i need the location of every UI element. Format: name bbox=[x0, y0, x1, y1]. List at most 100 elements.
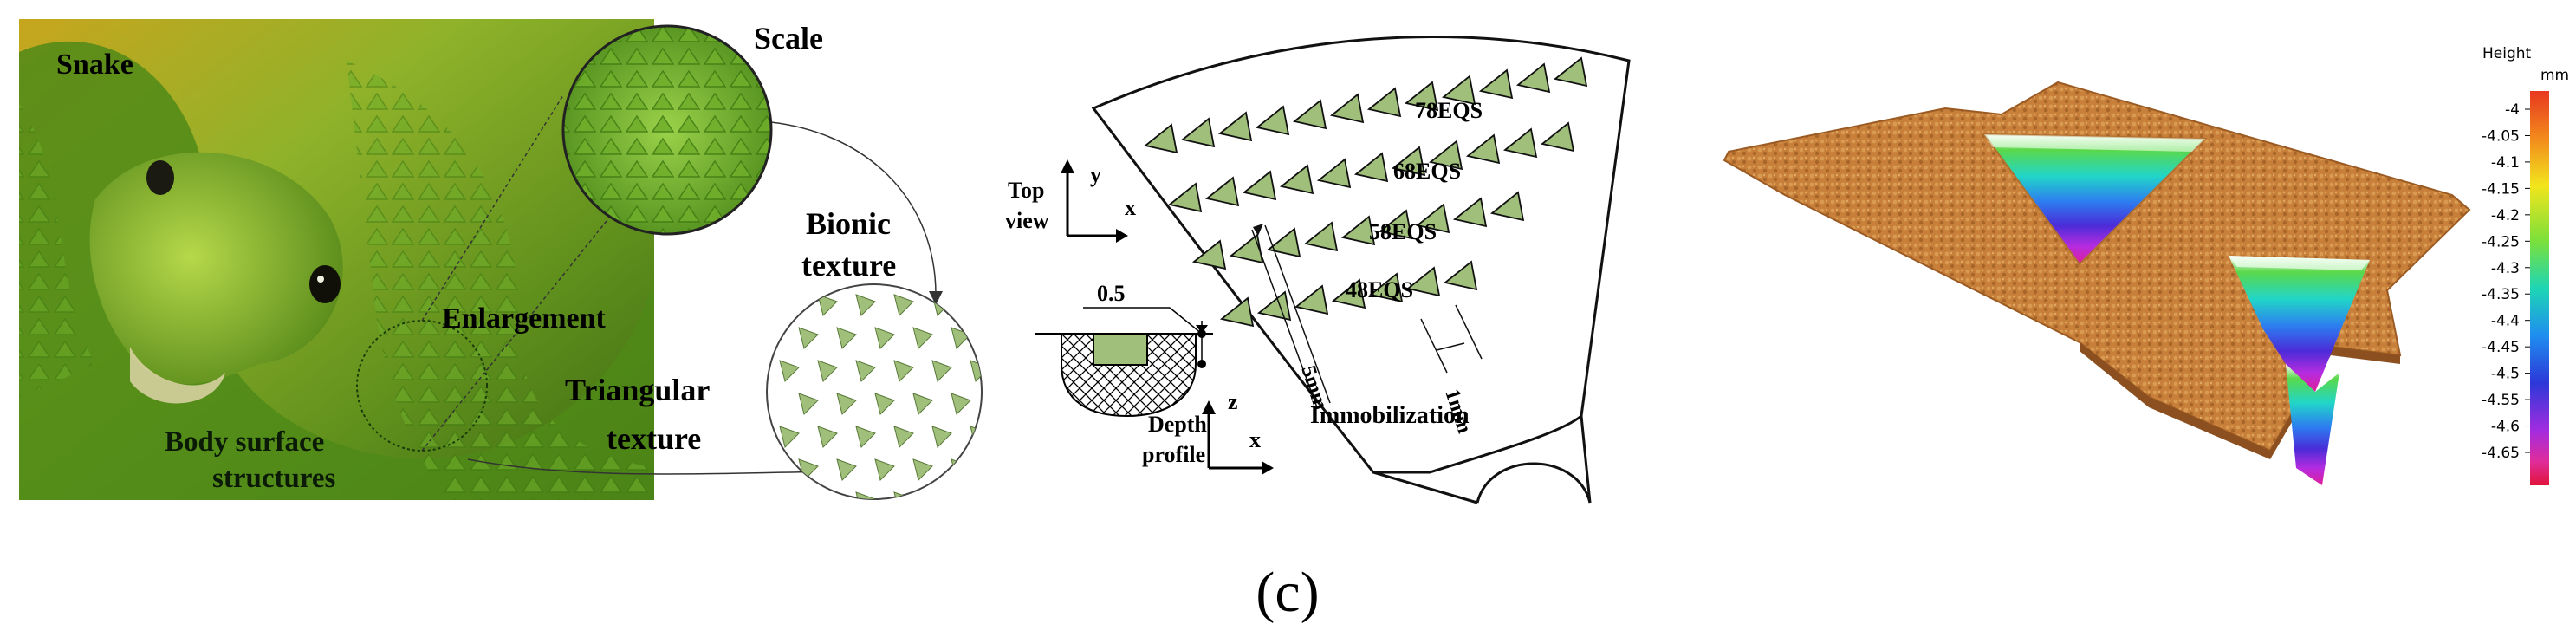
texture-triangle bbox=[990, 393, 1009, 414]
sector-triangle bbox=[1340, 215, 1376, 246]
colorbar-tick-label: -4.05 bbox=[2482, 127, 2520, 145]
sector-triangle bbox=[1143, 123, 1178, 154]
colorbar-tick-label: -4.25 bbox=[2482, 233, 2520, 250]
colorbar-strip bbox=[2530, 91, 2549, 485]
sector-triangle bbox=[1502, 127, 1538, 159]
arrow-to-bionic bbox=[929, 291, 943, 305]
panel-surface-3d bbox=[1723, 81, 2471, 485]
texture-triangle bbox=[836, 458, 857, 481]
depth-profile-label: Depth bbox=[1148, 412, 1207, 437]
texture-triangle bbox=[836, 327, 857, 349]
figure-caption: (c) bbox=[1256, 561, 1319, 624]
texture-triangle bbox=[951, 458, 971, 481]
sector-triangle bbox=[1329, 93, 1365, 124]
texture-triangle bbox=[874, 393, 895, 415]
immobilization-label: Immobilization bbox=[1310, 402, 1470, 429]
texture-triangle bbox=[990, 459, 1009, 480]
sector-triangle bbox=[1489, 191, 1525, 222]
sector-triangle bbox=[1266, 227, 1301, 258]
sector-triangle bbox=[1368, 272, 1404, 303]
texture-triangle bbox=[931, 426, 952, 448]
scale-circle bbox=[561, 24, 773, 236]
texture-triangle bbox=[912, 458, 933, 481]
top-view-axes bbox=[1066, 170, 1118, 237]
top-view-label: Top bbox=[1008, 178, 1044, 203]
texture-triangle bbox=[798, 327, 819, 349]
sector-triangle bbox=[1217, 111, 1253, 142]
sector-triangle bbox=[1443, 260, 1478, 291]
sector-triangle bbox=[1415, 203, 1450, 234]
body-surface-label-2: structures bbox=[212, 463, 336, 494]
row-label-58: 58EQS bbox=[1369, 219, 1437, 244]
sector-triangle bbox=[1316, 158, 1352, 189]
colorbar-tick-label: -4.6 bbox=[2491, 419, 2520, 436]
sector-triangle bbox=[1404, 81, 1439, 112]
snake-head bbox=[89, 152, 343, 385]
snake-eye-right bbox=[309, 265, 341, 303]
pit-small bbox=[2229, 256, 2370, 392]
bionic-label-2: texture bbox=[801, 248, 896, 283]
texture-triangle bbox=[779, 360, 800, 382]
texture-triangle bbox=[990, 328, 1009, 348]
texture-triangle bbox=[817, 491, 838, 499]
sector-triangle bbox=[1219, 296, 1255, 328]
axis-y-label: y bbox=[1090, 162, 1101, 187]
body-surface-label: Body surface bbox=[165, 426, 324, 458]
colorbar-tick-label: -4.4 bbox=[2491, 313, 2520, 330]
texture-triangle bbox=[893, 360, 914, 382]
texture-triangle bbox=[912, 393, 933, 415]
axis-z-label: z bbox=[1228, 389, 1238, 414]
texture-triangle bbox=[817, 426, 838, 448]
sector-triangle bbox=[1366, 87, 1402, 118]
sector-triangle bbox=[1292, 99, 1327, 130]
texture-triangle bbox=[970, 426, 982, 448]
row-label-48: 48EQS bbox=[1346, 277, 1413, 302]
colorbar-tick-label: -4 bbox=[2505, 101, 2520, 119]
sector-triangle bbox=[1167, 182, 1203, 213]
sector-triangle bbox=[1204, 176, 1240, 207]
bionic-label: Bionic bbox=[806, 206, 891, 241]
triangular-texture-circle bbox=[766, 283, 1009, 500]
texture-triangle bbox=[798, 393, 819, 415]
texture-triangle bbox=[779, 491, 800, 499]
sector-triangle bbox=[1242, 170, 1277, 201]
axis-x-top-label: x bbox=[1125, 195, 1136, 220]
colorbar-unit: mm bbox=[2540, 67, 2569, 84]
colorbar-tick-label: -4.5 bbox=[2491, 366, 2520, 383]
texture-triangle bbox=[893, 294, 914, 316]
texture-triangle bbox=[855, 294, 876, 316]
sector-triangle bbox=[1391, 146, 1426, 177]
sector-triangle bbox=[1441, 75, 1476, 106]
sector-outline bbox=[1091, 36, 1631, 474]
sector-triangle bbox=[1378, 209, 1413, 240]
colorbar-tick-label: -4.65 bbox=[2482, 445, 2520, 462]
sector-triangle bbox=[1180, 117, 1216, 148]
texture-triangle bbox=[951, 393, 971, 415]
row-label-68: 68EQS bbox=[1393, 159, 1461, 184]
texture-triangle bbox=[874, 327, 895, 349]
texture-triangle bbox=[855, 360, 876, 382]
triangular-label: Triangular bbox=[565, 373, 710, 407]
sector-triangle bbox=[1255, 105, 1290, 136]
row-label-78: 78EQS bbox=[1415, 98, 1483, 123]
texture-triangle bbox=[779, 426, 800, 448]
immobilization-arc bbox=[1476, 462, 1592, 504]
triangular-label-2: texture bbox=[607, 421, 701, 456]
depth-profile bbox=[1035, 307, 1213, 418]
snake-eye-left bbox=[146, 160, 174, 195]
colorbar-tick-label: -4.45 bbox=[2482, 339, 2520, 356]
texture-triangle bbox=[874, 458, 895, 481]
sector-triangle bbox=[1465, 133, 1501, 165]
depth-profile-label-2: profile bbox=[1142, 442, 1205, 467]
scale-label: Scale bbox=[754, 21, 823, 55]
colorbar-tick-label: -4.35 bbox=[2482, 286, 2520, 303]
top-view-label-2: view bbox=[1005, 208, 1049, 233]
sector-triangle bbox=[1405, 266, 1441, 297]
depth-axes bbox=[1207, 412, 1263, 470]
texture-triangle bbox=[912, 327, 933, 349]
panel-snake: Snake Body surface structures bbox=[19, 19, 654, 500]
texture-triangle bbox=[970, 491, 982, 499]
texture-triangle bbox=[931, 491, 952, 499]
texture-triangle bbox=[931, 360, 952, 382]
